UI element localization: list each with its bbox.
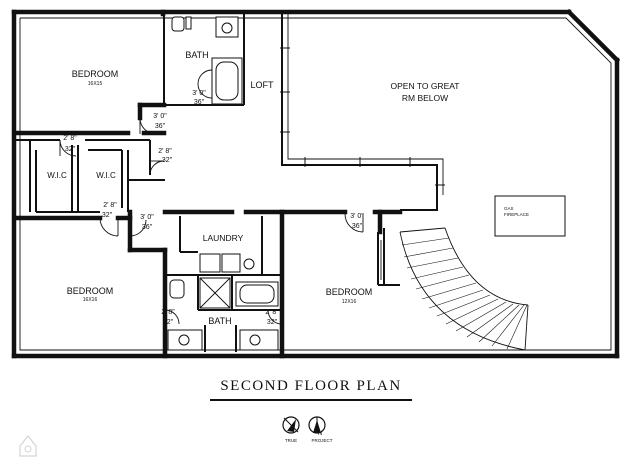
door-label-width: 36" — [155, 123, 166, 130]
bedroom-sw-size: 16X16 — [83, 297, 98, 303]
bedroom-se-size: 12X16 — [342, 299, 357, 305]
project-north-label: PROJECT — [311, 438, 332, 443]
fireplace-line2: FIREPLACE — [504, 212, 529, 217]
door-label-width: 32" — [162, 157, 173, 164]
bedroom-se-label: BEDROOM — [326, 287, 373, 297]
true-north-label: TRUE — [285, 438, 297, 443]
curved-stair — [399, 227, 529, 351]
bedroom-sw-label: BEDROOM — [67, 286, 114, 296]
door-label-size: 2' 8" — [265, 309, 279, 316]
loft-label: LOFT — [250, 80, 274, 90]
door-label-width: 36" — [352, 223, 363, 230]
exterior-walls — [11, 8, 621, 359]
bath-top-label: BATH — [185, 50, 208, 60]
title-block: SECOND FLOOR PLAN — [210, 378, 412, 401]
door-label-size: 2' 8" — [158, 148, 172, 155]
door-label-size: 3' 0" — [192, 90, 206, 97]
door-labels: 3' 0" 36" 3' 0" 36" 2' 8" 32" 2' 8" 32" … — [63, 90, 364, 326]
north-arrows: TRUE N PROJECT — [282, 416, 333, 443]
bedroom-nw-size: 16X15 — [88, 81, 103, 87]
wic-left-label: W.I.C — [47, 171, 67, 180]
plan-title: SECOND FLOOR PLAN — [220, 378, 401, 394]
bath-bottom-label: BATH — [208, 316, 231, 326]
laundry-label: LAUNDRY — [203, 233, 244, 243]
door-label-size: 3' 0" — [350, 213, 364, 220]
project-north-icon: N PROJECT — [308, 416, 333, 443]
watermark-logo — [19, 435, 37, 457]
bedroom-nw-label: BEDROOM — [72, 69, 119, 79]
door-label-width: 32" — [102, 212, 113, 219]
door-swings — [59, 69, 364, 325]
door-label-width: 32" — [267, 319, 278, 326]
wic-right-label: W.I.C — [96, 171, 116, 180]
railing-markers — [280, 47, 445, 186]
room-labels: BEDROOM 16X15 BATH LOFT OPEN TO GREAT RM… — [47, 50, 459, 326]
door-label-size: 3' 0" — [140, 214, 154, 221]
door-label-width: 36" — [142, 224, 153, 231]
fixtures — [167, 16, 382, 351]
door-label-width: 32" — [65, 146, 76, 153]
gas-fireplace: GAS FIREPLACE — [494, 195, 566, 237]
open-to-great-line2: RM BELOW — [402, 93, 448, 103]
fireplace-line1: GAS — [504, 206, 514, 211]
door-label-size: 2' 8" — [161, 309, 175, 316]
door-label-width: 36" — [194, 99, 205, 106]
project-north-n: N — [318, 431, 322, 437]
open-to-great-line1: OPEN TO GREAT — [391, 81, 460, 91]
true-north-icon: TRUE — [282, 416, 300, 443]
door-label-width: 32" — [163, 319, 174, 326]
door-label-size: 3' 0" — [153, 113, 167, 120]
door-label-size: 2' 8" — [63, 135, 77, 142]
door-label-size: 2' 8" — [103, 202, 117, 209]
